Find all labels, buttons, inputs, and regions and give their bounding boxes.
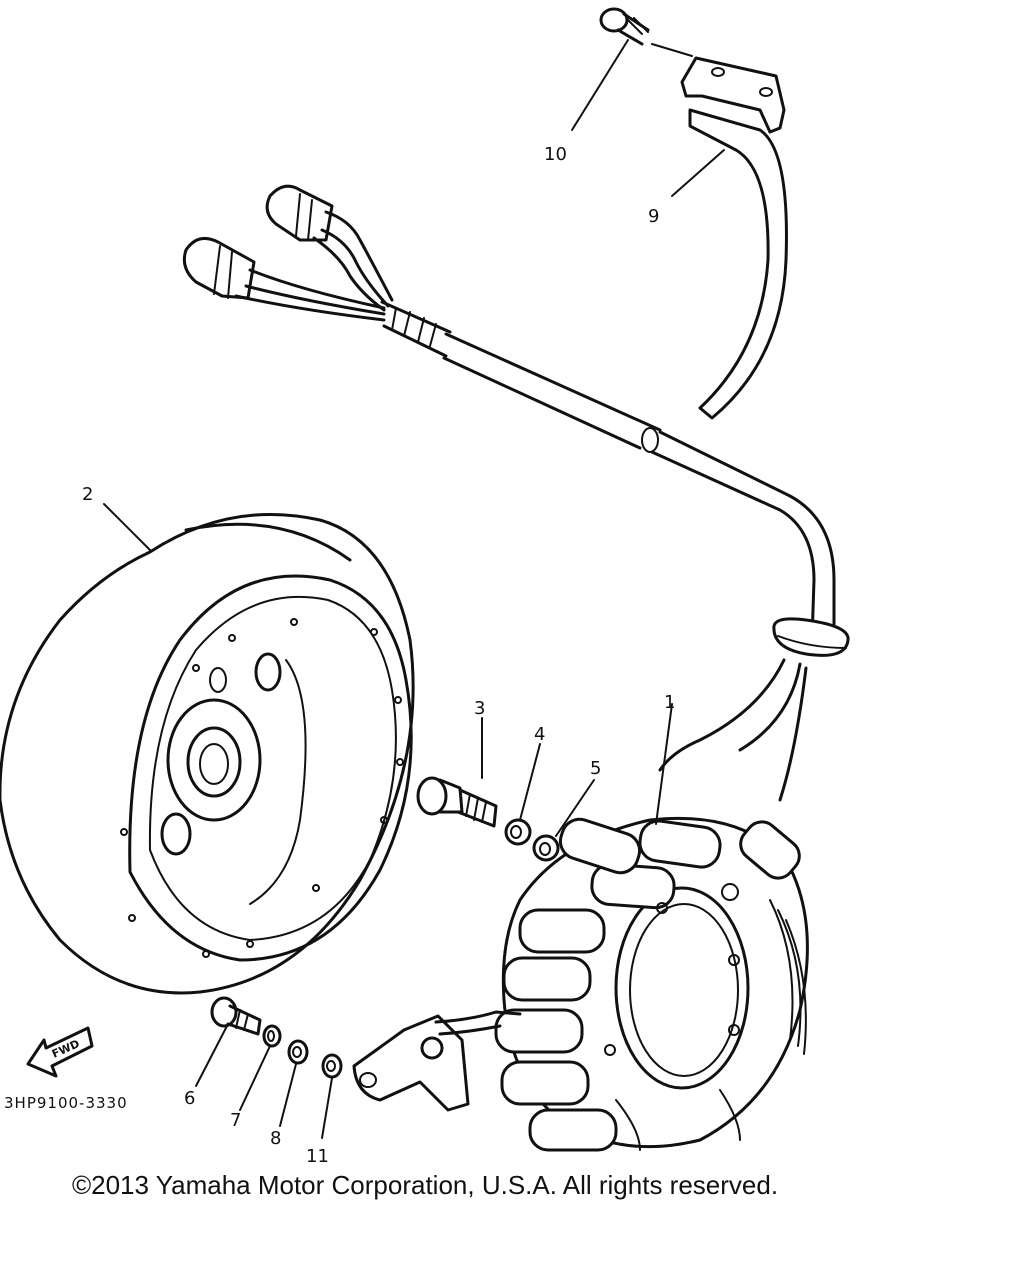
callout-7: 7 bbox=[230, 1110, 241, 1131]
callout-5: 5 bbox=[590, 758, 601, 779]
part-8-plain-washer bbox=[287, 1039, 309, 1065]
callout-labels: 1 2 3 4 5 6 7 8 9 10 11 3HP9100-3330 bbox=[4, 144, 675, 1167]
callout-3: 3 bbox=[474, 698, 485, 719]
leader-lines bbox=[103, 39, 725, 1139]
callout-10: 10 bbox=[544, 144, 567, 165]
part-10-bolt bbox=[599, 7, 693, 57]
callout-1: 1 bbox=[664, 692, 675, 713]
part-9-bracket bbox=[680, 56, 788, 420]
part-7-spring-washer bbox=[262, 1024, 282, 1048]
callout-11: 11 bbox=[306, 1146, 329, 1167]
callout-6: 6 bbox=[184, 1088, 195, 1109]
callout-9: 9 bbox=[648, 206, 659, 227]
part-2-rotor bbox=[0, 512, 415, 995]
part-11-plain-washer bbox=[321, 1053, 343, 1079]
part-5-plain-washer bbox=[532, 834, 560, 862]
fwd-arrow-icon: FWD bbox=[26, 1026, 94, 1078]
part-6-screw bbox=[210, 996, 262, 1036]
pickup-coil bbox=[352, 1010, 522, 1112]
callout-4: 4 bbox=[534, 724, 545, 745]
diagram-code: 3HP9100-3330 bbox=[4, 1094, 128, 1112]
callout-8: 8 bbox=[270, 1128, 281, 1149]
wiring-harness bbox=[182, 184, 850, 802]
part-1-stator bbox=[494, 816, 809, 1152]
callout-2: 2 bbox=[82, 484, 93, 505]
part-3-bolt bbox=[416, 776, 498, 828]
part-4-spring-washer bbox=[504, 818, 532, 846]
copyright-notice: ©2013 Yamaha Motor Corporation, U.S.A. A… bbox=[71, 1170, 779, 1200]
